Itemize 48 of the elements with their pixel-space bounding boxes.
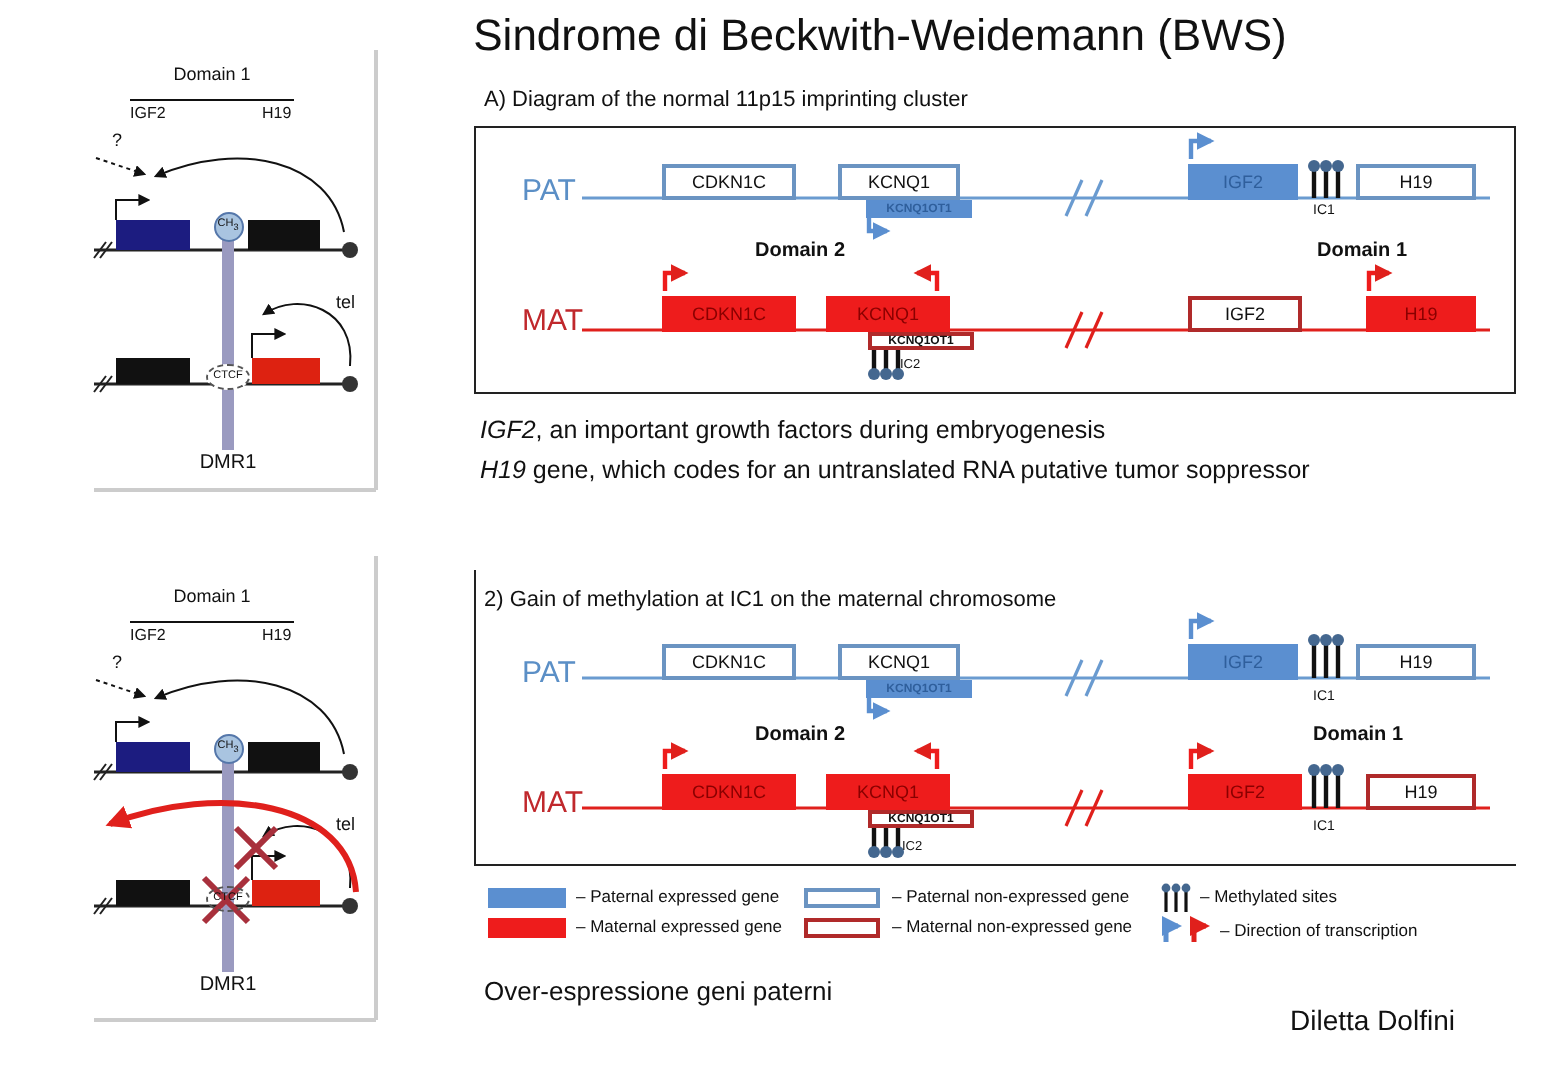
domain-label: Domain 1 bbox=[173, 588, 251, 608]
legend-text: – Maternal expressed gene bbox=[576, 918, 783, 937]
gene-box: KCNQ1 bbox=[838, 164, 960, 200]
domain-label: Domain 1 bbox=[173, 66, 251, 86]
chromosome-label: MAT bbox=[522, 788, 584, 821]
region-label: DMR1 bbox=[199, 974, 257, 996]
telomere-label: tel bbox=[336, 294, 356, 314]
gene-label: IGF2 bbox=[130, 106, 166, 124]
chromosome-label: PAT bbox=[522, 658, 576, 691]
telomere-label: tel bbox=[336, 816, 356, 836]
author-name: Diletta Dolfini bbox=[1290, 1006, 1455, 1037]
title: Sindrome di Beckwith-Weidemann (BWS) bbox=[473, 12, 1287, 61]
domain-label: Domain 1 bbox=[1317, 240, 1407, 262]
legend-text: – Paternal non-expressed gene bbox=[892, 888, 1130, 907]
chromosome-label: PAT bbox=[522, 176, 576, 209]
description-text: H19 gene, which codes for an untranslated RNA putative tumor soppressor bbox=[480, 458, 1310, 486]
panel-title: 2) Gain of methylation at IC1 on the maternal chromosome bbox=[484, 588, 1057, 612]
gene-box: H19 bbox=[1356, 644, 1476, 680]
panel-title: A) Diagram of the normal 11p15 imprinting cluster bbox=[484, 88, 968, 112]
chromosome-label: MAT bbox=[522, 306, 584, 339]
domain-label: Domain 2 bbox=[755, 240, 845, 262]
legend-text: – Direction of transcription bbox=[1220, 922, 1418, 941]
gene-box: KCNQ1 bbox=[838, 644, 960, 680]
legend-text: – Methylated sites bbox=[1200, 888, 1338, 907]
gene-box: CDKN1C bbox=[662, 296, 796, 332]
gene-box: CDKN1C bbox=[662, 644, 796, 680]
gene-label: H19 bbox=[262, 628, 292, 646]
gene-box: CDKN1C bbox=[662, 774, 796, 810]
gene-box: H19 bbox=[1366, 296, 1476, 332]
gene-label: H19 bbox=[262, 106, 292, 124]
caption-text: Over-espressione geni paterni bbox=[484, 978, 833, 1007]
legend-text: – Maternal non-expressed gene bbox=[892, 918, 1133, 937]
description-text: IGF2, an important growth factors during embryogenesis bbox=[480, 418, 1106, 446]
question-mark: ? bbox=[112, 654, 123, 674]
gene-box: IGF2 bbox=[1188, 774, 1302, 810]
gene-box: H19 bbox=[1366, 774, 1476, 810]
legend-text: – Paternal expressed gene bbox=[576, 888, 780, 907]
gene-box: H19 bbox=[1356, 164, 1476, 200]
gene-box: IGF2 bbox=[1188, 296, 1302, 332]
gene-box: KCNQ1 bbox=[826, 774, 950, 810]
gene-label: IGF2 bbox=[130, 628, 166, 646]
domain-label: Domain 1 bbox=[1313, 724, 1403, 746]
gene-box: KCNQ1 bbox=[826, 296, 950, 332]
question-mark: ? bbox=[112, 132, 123, 152]
diagram-panel bbox=[474, 570, 1516, 866]
region-label: DMR1 bbox=[199, 452, 257, 474]
gene-box: CDKN1C bbox=[662, 164, 796, 200]
domain-label: Domain 2 bbox=[755, 724, 845, 746]
